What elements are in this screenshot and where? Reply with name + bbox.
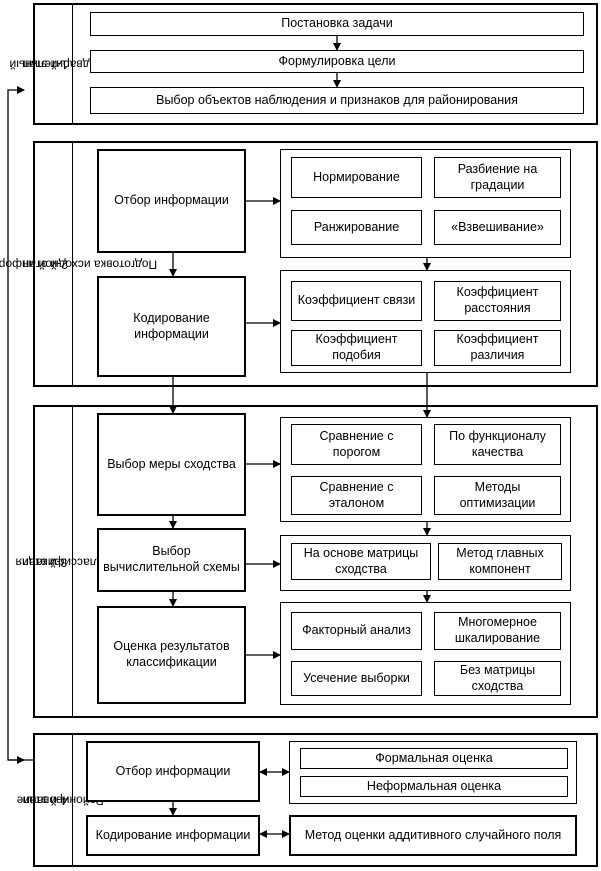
stage4-group1 (289, 741, 577, 804)
formal-evaluation: Формальная оценка (300, 748, 568, 769)
coeff-difference: Коэффициент различия (434, 330, 561, 366)
stage4-info-selection: Отбор информации (86, 741, 260, 802)
coeff-correlation: Коэффициент связи (291, 281, 422, 321)
weighting: «Взвешивание» (434, 210, 561, 245)
step-goal-formulation: Формулировка цели (90, 50, 584, 73)
compare-threshold: Сравнение с порогом (291, 424, 422, 465)
stage2-info-selection: Отбор информации (97, 149, 246, 253)
principal-components: Метод главных компонент (438, 543, 562, 580)
stage4-frame (33, 733, 598, 867)
quality-functional: По функционалу качества (434, 424, 561, 465)
step-problem-statement: Постановка задачи (90, 12, 584, 36)
stage3-group3 (280, 602, 571, 705)
stage2-frame (33, 141, 598, 387)
stage3-frame (33, 405, 598, 718)
step-object-selection: Выбор объектов наблюдения и признаков дл… (90, 87, 584, 114)
optimization-methods: Методы оптимизации (434, 476, 561, 515)
ranking: Ранжирование (291, 210, 422, 245)
similarity-matrix-based: На основе матрицы сходства (291, 543, 431, 580)
sample-truncation: Усечение выборки (291, 661, 422, 696)
stage2-info-coding: Кодирование информации (97, 276, 246, 377)
additive-random-field-method: Метод оценки аддитивного случайного поля (289, 815, 577, 856)
stage3-computation-scheme: Выбор вычислительной схемы (97, 528, 246, 592)
coeff-similarity: Коэффициент подобия (291, 330, 422, 366)
multidimensional-scaling: Многомерное шкалирование (434, 612, 561, 650)
stage4-info-coding: Кодирование информации (86, 815, 260, 856)
compare-reference: Сравнение с эталоном (291, 476, 422, 515)
gradation-split: Разбиение на градации (434, 157, 561, 198)
factor-analysis: Факторный анализ (291, 612, 422, 650)
stage3-similarity-measure: Выбор меры сходства (97, 413, 246, 516)
informal-evaluation: Неформальная оценка (300, 776, 568, 797)
stage3-label-name: Классификация (15, 555, 105, 569)
stage2-group1 (280, 149, 571, 258)
stage2-group2 (280, 270, 571, 373)
stage3-result-evaluation: Оценка результатов классификации (97, 606, 246, 704)
stage2-label-name: Подготовка исходной информации (0, 257, 157, 272)
stage3-group1 (280, 417, 571, 522)
stage1-frame (33, 3, 598, 125)
stage3-group2 (280, 535, 571, 591)
normalization: Нормирование (291, 157, 422, 198)
no-similarity-matrix: Без матрицы сходства (434, 661, 561, 696)
coeff-distance: Коэффициент расстояния (434, 281, 561, 321)
